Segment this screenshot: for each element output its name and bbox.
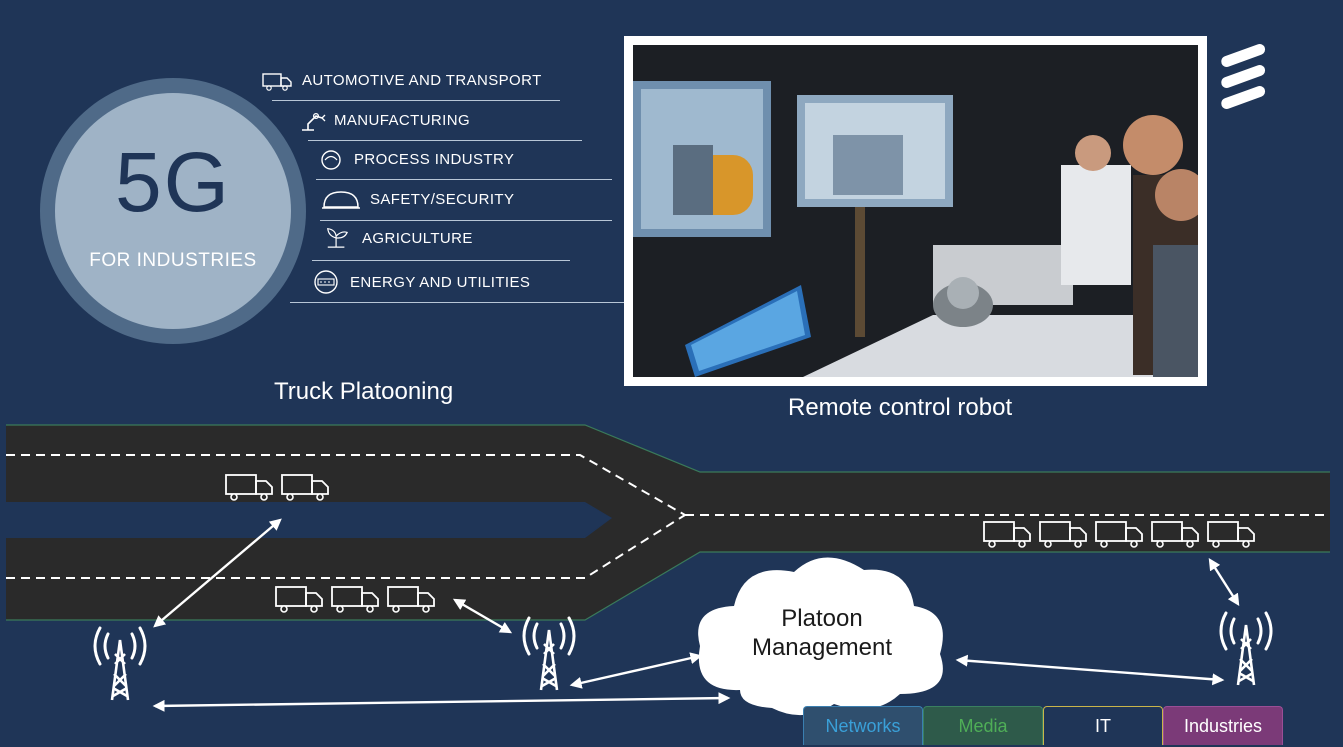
cloud-label-line1: Platoon <box>781 605 863 632</box>
road-upper <box>6 425 1330 620</box>
connection-arrows <box>152 518 1240 712</box>
industry-label: MANUFACTURING <box>334 112 471 129</box>
tab-media[interactable]: Media <box>923 706 1043 745</box>
platoon-management-cloud <box>698 557 943 716</box>
industry-label: PROCESS INDUSTRY <box>354 151 515 168</box>
divider <box>316 179 612 180</box>
cell-tower-middle <box>522 616 576 692</box>
ericsson-logo-icon <box>1221 43 1266 109</box>
photo-scene <box>633 45 1198 377</box>
robot-arm-icon <box>302 112 326 131</box>
tab-it[interactable]: IT <box>1043 706 1163 745</box>
caption-remote-robot: Remote control robot <box>788 394 1013 421</box>
road-median <box>6 503 612 537</box>
process-icon <box>321 150 341 170</box>
divider <box>320 220 612 221</box>
remote-robot-photo <box>633 45 1198 377</box>
cloud-label: Platoon Management <box>712 604 932 662</box>
divider <box>308 140 582 141</box>
divider <box>272 100 560 101</box>
tab-industries[interactable]: Industries <box>1163 706 1283 745</box>
cell-tower-right <box>1219 611 1273 687</box>
badge-5g-text: 5G <box>114 135 232 229</box>
industry-label: AUTOMOTIVE AND TRANSPORT <box>302 72 542 89</box>
cell-tower-left <box>93 626 147 702</box>
cloud-label-line2: Management <box>751 634 893 661</box>
lane-markings <box>6 454 1330 579</box>
industry-label: AGRICULTURE <box>362 230 473 247</box>
badge-inner-circle <box>55 93 291 329</box>
plant-icon <box>327 228 348 248</box>
badge-subtitle: FOR INDUSTRIES <box>89 250 257 271</box>
industry-label: ENERGY AND UTILITIES <box>350 274 531 291</box>
caption-truck-platooning: Truck Platooning <box>274 378 454 405</box>
helmet-icon <box>322 191 360 209</box>
divider <box>290 302 626 303</box>
industry-label: SAFETY/SECURITY <box>370 191 515 208</box>
tab-networks[interactable]: Networks <box>803 706 923 745</box>
truck-icon <box>262 73 292 91</box>
meter-icon <box>314 270 338 294</box>
divider <box>312 260 570 261</box>
